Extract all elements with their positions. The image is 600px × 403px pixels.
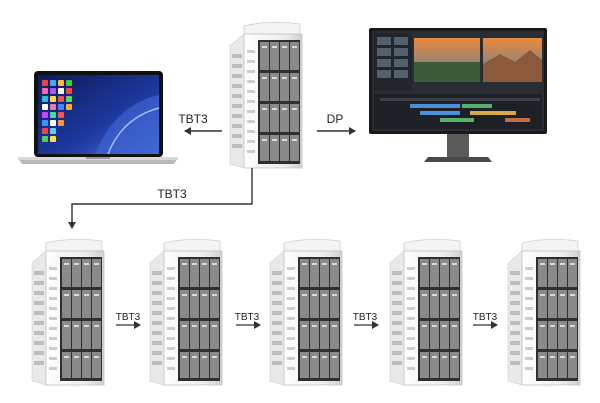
laptop-icon (18, 71, 178, 164)
daisy-link-label: TBT3 (235, 312, 260, 323)
monitor-icon (369, 28, 547, 162)
storage-tower-icon (149, 238, 223, 386)
daisy-link-4: TBT3 (473, 312, 498, 329)
link-label-host: TBT3 (178, 112, 208, 126)
link-label-chain: TBT3 (157, 187, 187, 201)
storage-tower-icon (507, 238, 581, 386)
link-tower-to-monitor: DP (317, 112, 356, 135)
daisy-link-label: TBT3 (116, 312, 141, 323)
link-tower-to-laptop: TBT3 (178, 112, 222, 135)
link-tower-to-chain: TBT3 (68, 168, 253, 229)
storage-tower-icon (269, 238, 343, 386)
storage-tower-icon (229, 21, 303, 169)
daisy-link-label: TBT3 (353, 312, 378, 323)
link-label-monitor: DP (327, 112, 344, 126)
storage-tower-icon (389, 238, 463, 386)
daisy-link-1: TBT3 (116, 312, 141, 329)
app-grid (42, 80, 72, 142)
storage-tower-icon (31, 238, 105, 386)
daisy-link-3: TBT3 (353, 312, 379, 329)
daisy-link-label: TBT3 (473, 312, 498, 323)
daisy-link-2: TBT3 (235, 312, 261, 329)
